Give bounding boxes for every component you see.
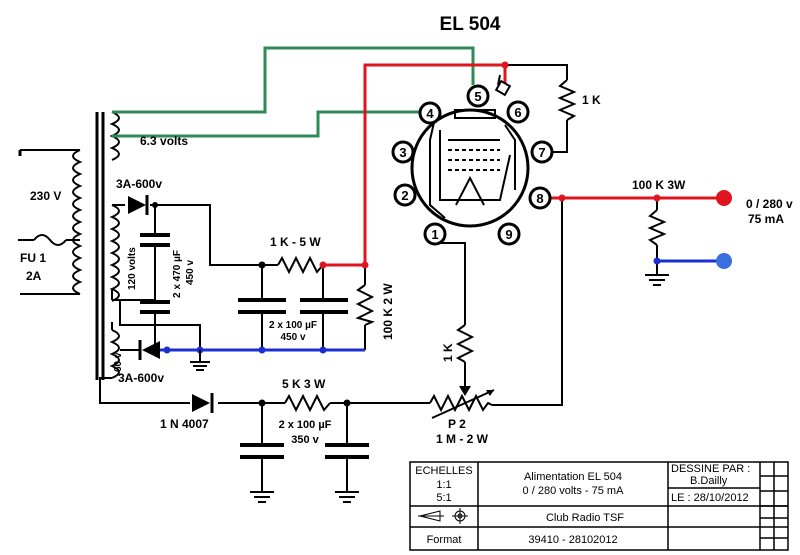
svg-text:5: 5 bbox=[474, 89, 481, 104]
ground-symbols bbox=[190, 274, 669, 503]
transformer bbox=[18, 111, 120, 380]
svg-text:7: 7 bbox=[538, 145, 545, 160]
resistors bbox=[277, 79, 667, 413]
cap-100-450-v-label: 450 v bbox=[280, 332, 305, 343]
caps-100-350 bbox=[240, 443, 369, 459]
tb-echelles: ECHELLES bbox=[415, 465, 472, 477]
cap-470-label: 2 x 470 µF bbox=[172, 250, 183, 298]
el504-tube bbox=[410, 79, 530, 228]
diode-top-label: 3A-600v bbox=[116, 177, 162, 191]
fuse-name-label: FU 1 bbox=[20, 251, 46, 265]
tube-pin: 7 bbox=[530, 140, 554, 164]
tb-format: Format bbox=[427, 534, 462, 546]
tube-pins: 1 2 3 4 5 6 7 8 9 bbox=[391, 84, 554, 246]
tb-desc2: 0 / 280 volts - 75 mA bbox=[523, 485, 625, 497]
tb-dessine: DESSINE PAR : bbox=[671, 463, 750, 475]
res-5k3w-label: 5 K 3 W bbox=[282, 377, 326, 391]
pot-name-label: P 2 bbox=[448, 417, 466, 431]
sec-60v-label: 60 v bbox=[113, 352, 124, 372]
fuse-rating-label: 2A bbox=[26, 269, 42, 283]
tube-pin: 5 bbox=[466, 84, 490, 108]
tb-desc1: Alimentation EL 504 bbox=[524, 471, 622, 483]
diode-1n4007-label: 1 N 4007 bbox=[160, 417, 209, 431]
mains-label: 230 V bbox=[30, 189, 61, 203]
svg-text:2: 2 bbox=[401, 188, 408, 203]
tube-pin: 8 bbox=[528, 186, 552, 210]
svg-text:1: 1 bbox=[431, 227, 438, 242]
cap-100-350-label: 2 x 100 µF bbox=[279, 419, 332, 431]
svg-text:6: 6 bbox=[514, 105, 521, 120]
cap-100-350-v-label: 350 v bbox=[291, 434, 319, 446]
sec-volts-label: 120 volts bbox=[127, 247, 138, 290]
caps-100-450 bbox=[238, 298, 348, 314]
svg-text:4: 4 bbox=[426, 106, 434, 121]
tube-pin: 1 bbox=[423, 222, 447, 246]
cap-470-v-label: 450 v bbox=[185, 260, 196, 285]
ground-symbol bbox=[250, 491, 274, 503]
tb-ref: 39410 - 28102012 bbox=[528, 534, 617, 546]
output-ground-terminal bbox=[716, 253, 732, 269]
diagram-title: EL 504 bbox=[440, 14, 501, 35]
svg-text:9: 9 bbox=[505, 227, 512, 242]
fuse bbox=[18, 234, 80, 246]
caps-470 bbox=[140, 233, 170, 314]
tb-scale2: 5:1 bbox=[436, 492, 451, 504]
diode-top bbox=[128, 195, 149, 215]
tb-author: B.Dailly bbox=[690, 475, 728, 487]
res-100k2w-label: 100 K 2 W bbox=[381, 283, 395, 340]
tb-date: LE : 28/10/2012 bbox=[671, 492, 749, 504]
tube-pin: 3 bbox=[391, 140, 415, 164]
svg-text:3: 3 bbox=[399, 145, 406, 160]
tube-pin: 9 bbox=[497, 222, 521, 246]
ground-blue-wiring bbox=[160, 259, 720, 352]
output-positive-terminal bbox=[716, 190, 732, 206]
output-current-label: 75 mA bbox=[748, 212, 784, 226]
heater-volts-label: 6.3 volts bbox=[140, 134, 188, 148]
black-wiring bbox=[99, 64, 658, 492]
svg-text:8: 8 bbox=[536, 191, 543, 206]
tb-club: Club Radio TSF bbox=[546, 512, 624, 524]
output-voltage-label: 0 / 280 v bbox=[746, 197, 793, 211]
tb-scale1: 1:1 bbox=[436, 479, 451, 491]
diode-1n4007 bbox=[192, 393, 214, 413]
tube-pin: 6 bbox=[506, 100, 530, 124]
tube-pin: 2 bbox=[393, 183, 417, 207]
cap-100-450-label: 2 x 100 µF bbox=[269, 320, 317, 331]
pot-value-label: 1 M - 2 W bbox=[436, 432, 489, 446]
ground-symbol bbox=[335, 491, 359, 503]
pot-wiper bbox=[431, 372, 495, 419]
ground-symbol bbox=[190, 350, 210, 371]
ground-symbol bbox=[645, 274, 669, 286]
res-1k-grid-label: 1 K bbox=[441, 343, 455, 362]
diode-bottom bbox=[120, 340, 160, 360]
res-1k-anode-label: 1 K bbox=[582, 93, 601, 107]
res-1k5w-label: 1 K - 5 W bbox=[270, 235, 321, 249]
res-100k3w-label: 100 K 3W bbox=[632, 178, 686, 192]
title-block bbox=[409, 461, 789, 551]
heater-wires bbox=[112, 46, 475, 138]
diode-bottom-label: 3A-600v bbox=[118, 371, 164, 385]
projection-symbol-icon bbox=[418, 508, 468, 524]
tube-pin: 4 bbox=[418, 101, 442, 125]
